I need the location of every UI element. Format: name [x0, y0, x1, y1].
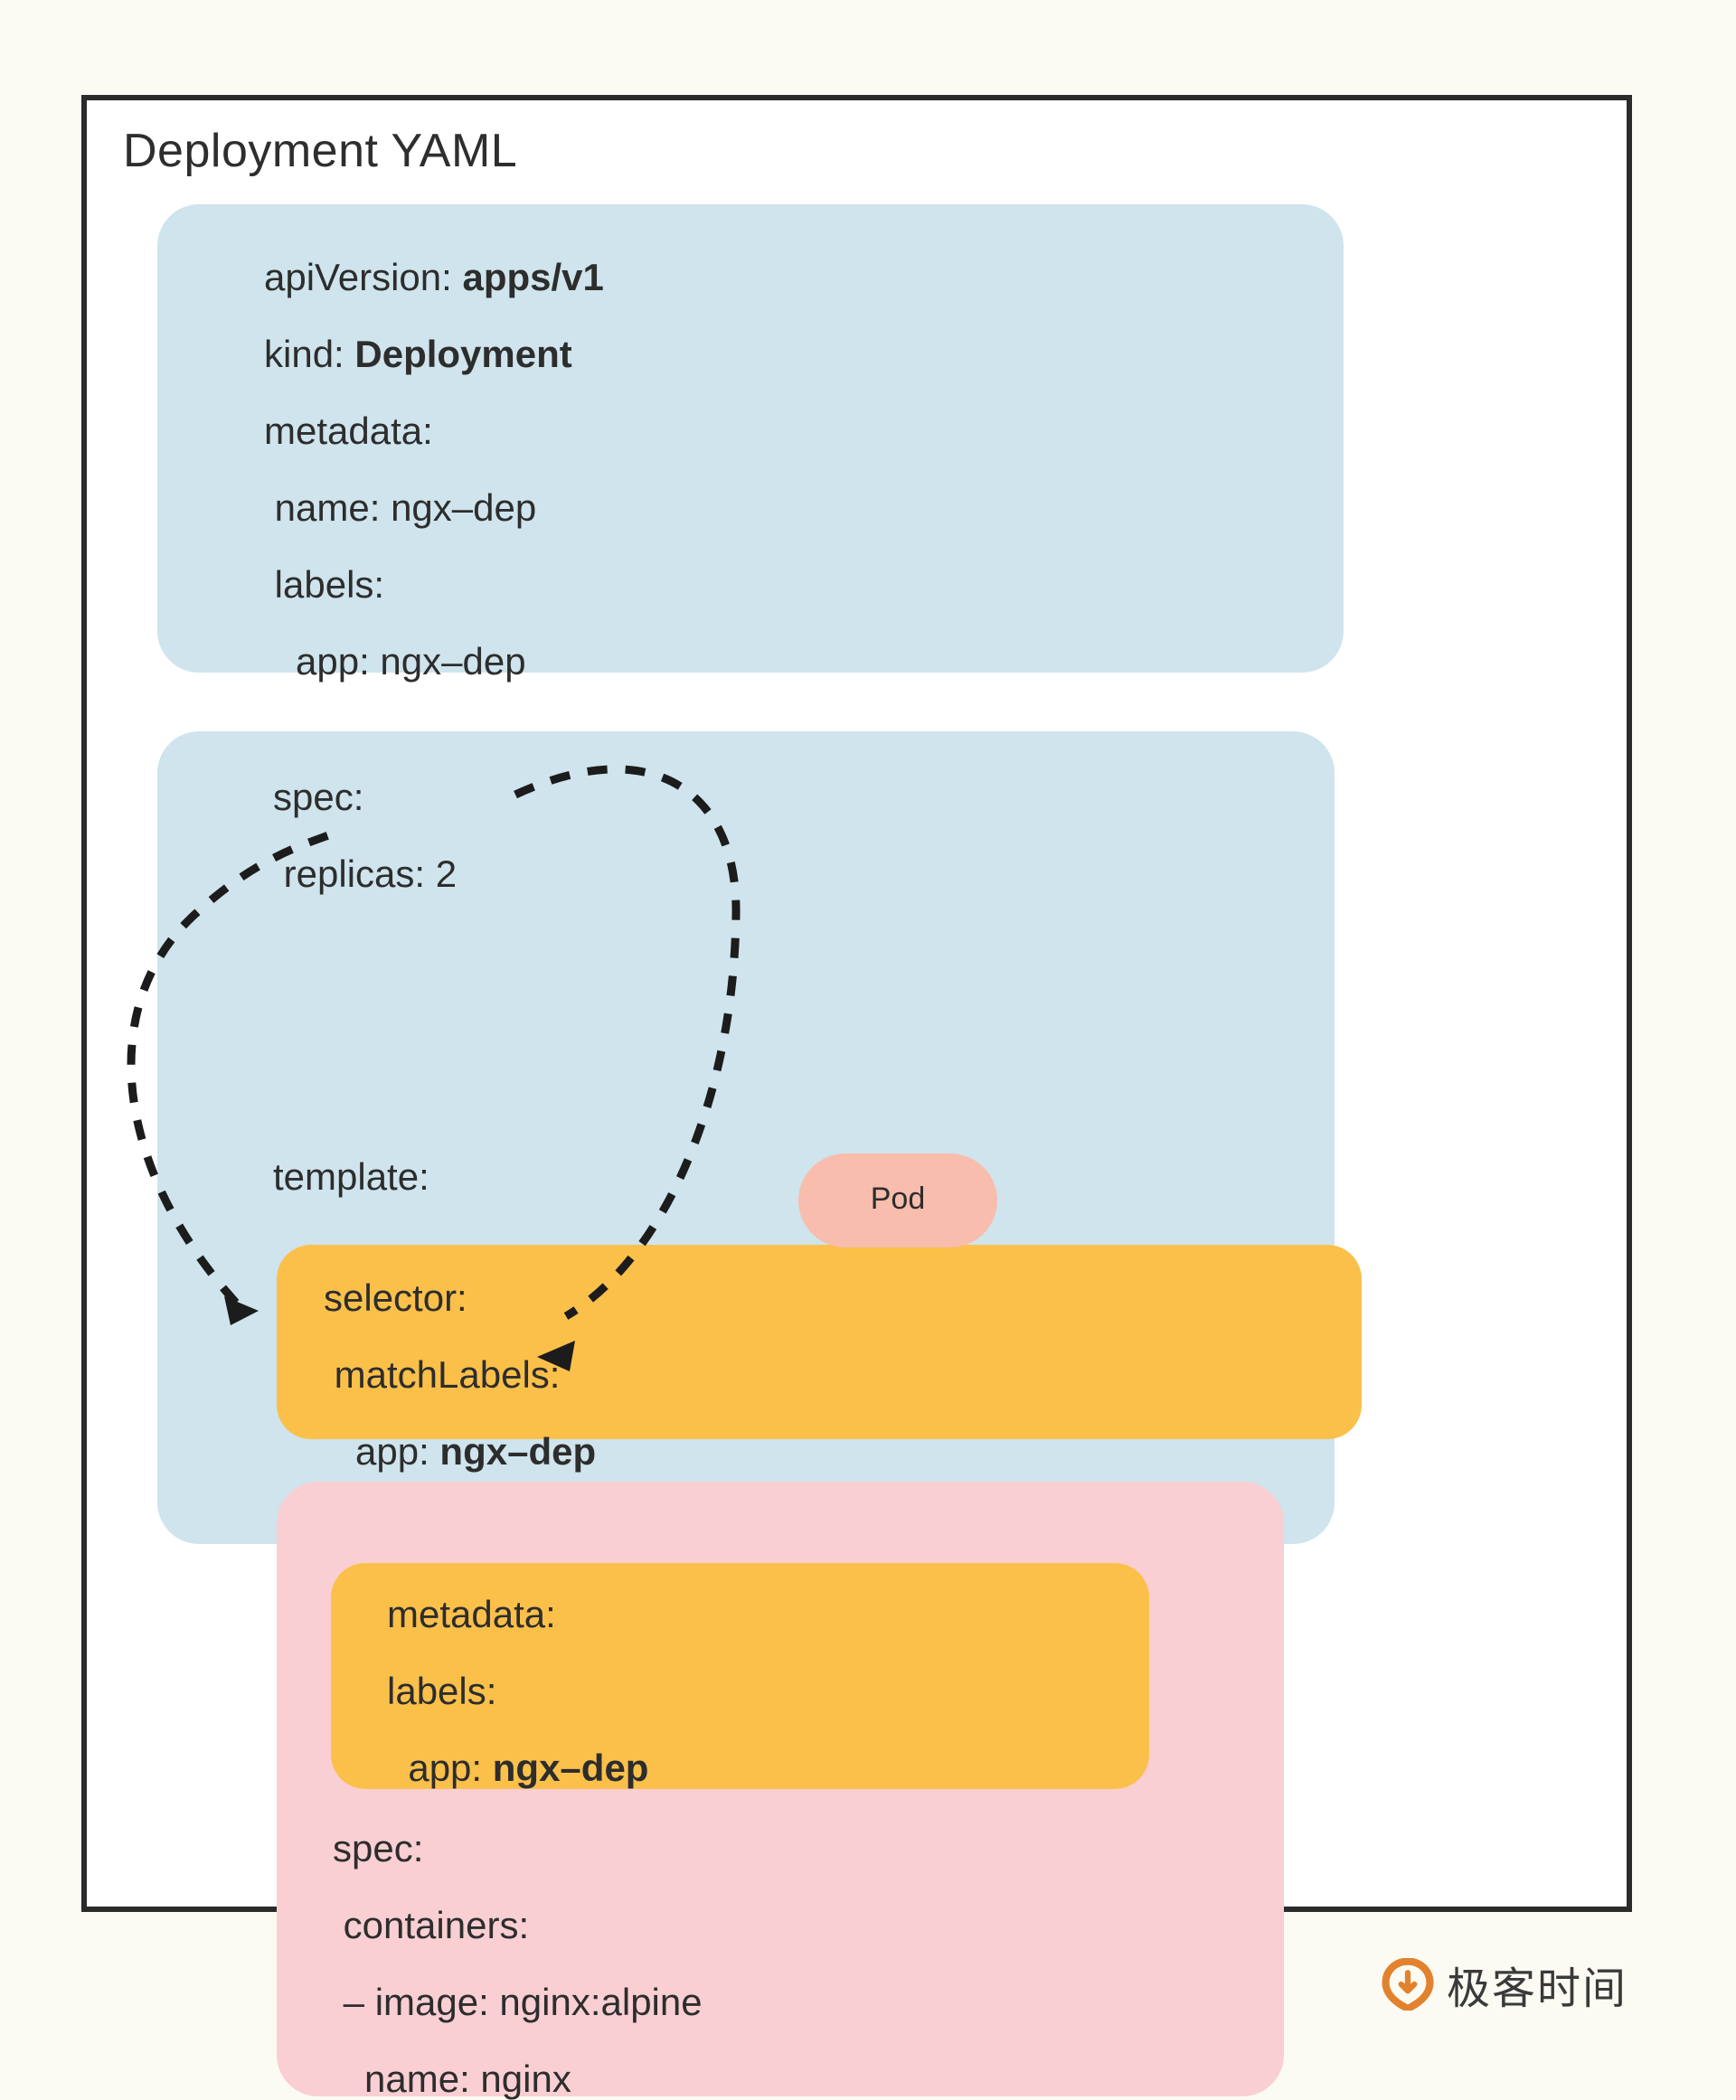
metadata-block: apiVersion: apps/v1 kind: Deployment met… [157, 204, 1344, 681]
deployment-yaml-card: Deployment YAML apiVersion: apps/v1 kind… [81, 95, 1632, 2098]
yaml-line-apiversion: apiVersion: apps/v1 [264, 256, 604, 298]
spec-block: spec: replicas: 2 selector: matchLabels:… [157, 731, 1362, 2098]
pod-template-block: metadata: labels: app: ngx–dep spec: con… [277, 1482, 1284, 2100]
yaml-line-metadata: metadata: [264, 410, 433, 452]
yaml-line-metadata-labels: labels: [264, 563, 385, 606]
yaml-line-spec: spec: [273, 776, 364, 818]
selector-block: selector: matchLabels: app: ngx–dep [277, 1245, 1362, 1471]
pod-badge: Pod [798, 1154, 997, 1248]
geektime-logo-icon [1382, 1958, 1434, 2011]
yaml-line-replicas: replicas: 2 [273, 852, 458, 895]
yaml-line-pod-spec: spec: [333, 1827, 424, 1869]
pod-labels-block: metadata: labels: app: ngx–dep [331, 1563, 1149, 1789]
yaml-line-template: template: [273, 1155, 429, 1198]
yaml-line-container-name: name: nginx [333, 2058, 571, 2100]
yaml-line-containers: containers: [333, 1904, 530, 1946]
pod-badge-label: Pod [870, 1182, 926, 1216]
yaml-line-metadata-name: name: ngx–dep [264, 486, 537, 529]
yaml-line-pod-metadata: metadata: [387, 1593, 556, 1635]
yaml-line-metadata-labels-app: app: ngx–dep [264, 640, 526, 683]
brand-name: 极客时间 [1447, 1963, 1628, 2014]
yaml-line-pod-labels-app: app: ngx–dep [387, 1747, 649, 1789]
yaml-line-kind: kind: Deployment [264, 333, 572, 375]
page-title: Deployment YAML [123, 125, 518, 177]
yaml-line-image: – image: nginx:alpine [333, 1981, 703, 2023]
yaml-line-matchlabels: matchLabels: [324, 1353, 561, 1396]
yaml-line-pod-labels: labels: [387, 1670, 497, 1712]
brand-logo: 极客时间 [1382, 1953, 1628, 2016]
yaml-line-selector: selector: [324, 1276, 467, 1319]
yaml-line-selector-app: app: ngx–dep [324, 1430, 597, 1473]
